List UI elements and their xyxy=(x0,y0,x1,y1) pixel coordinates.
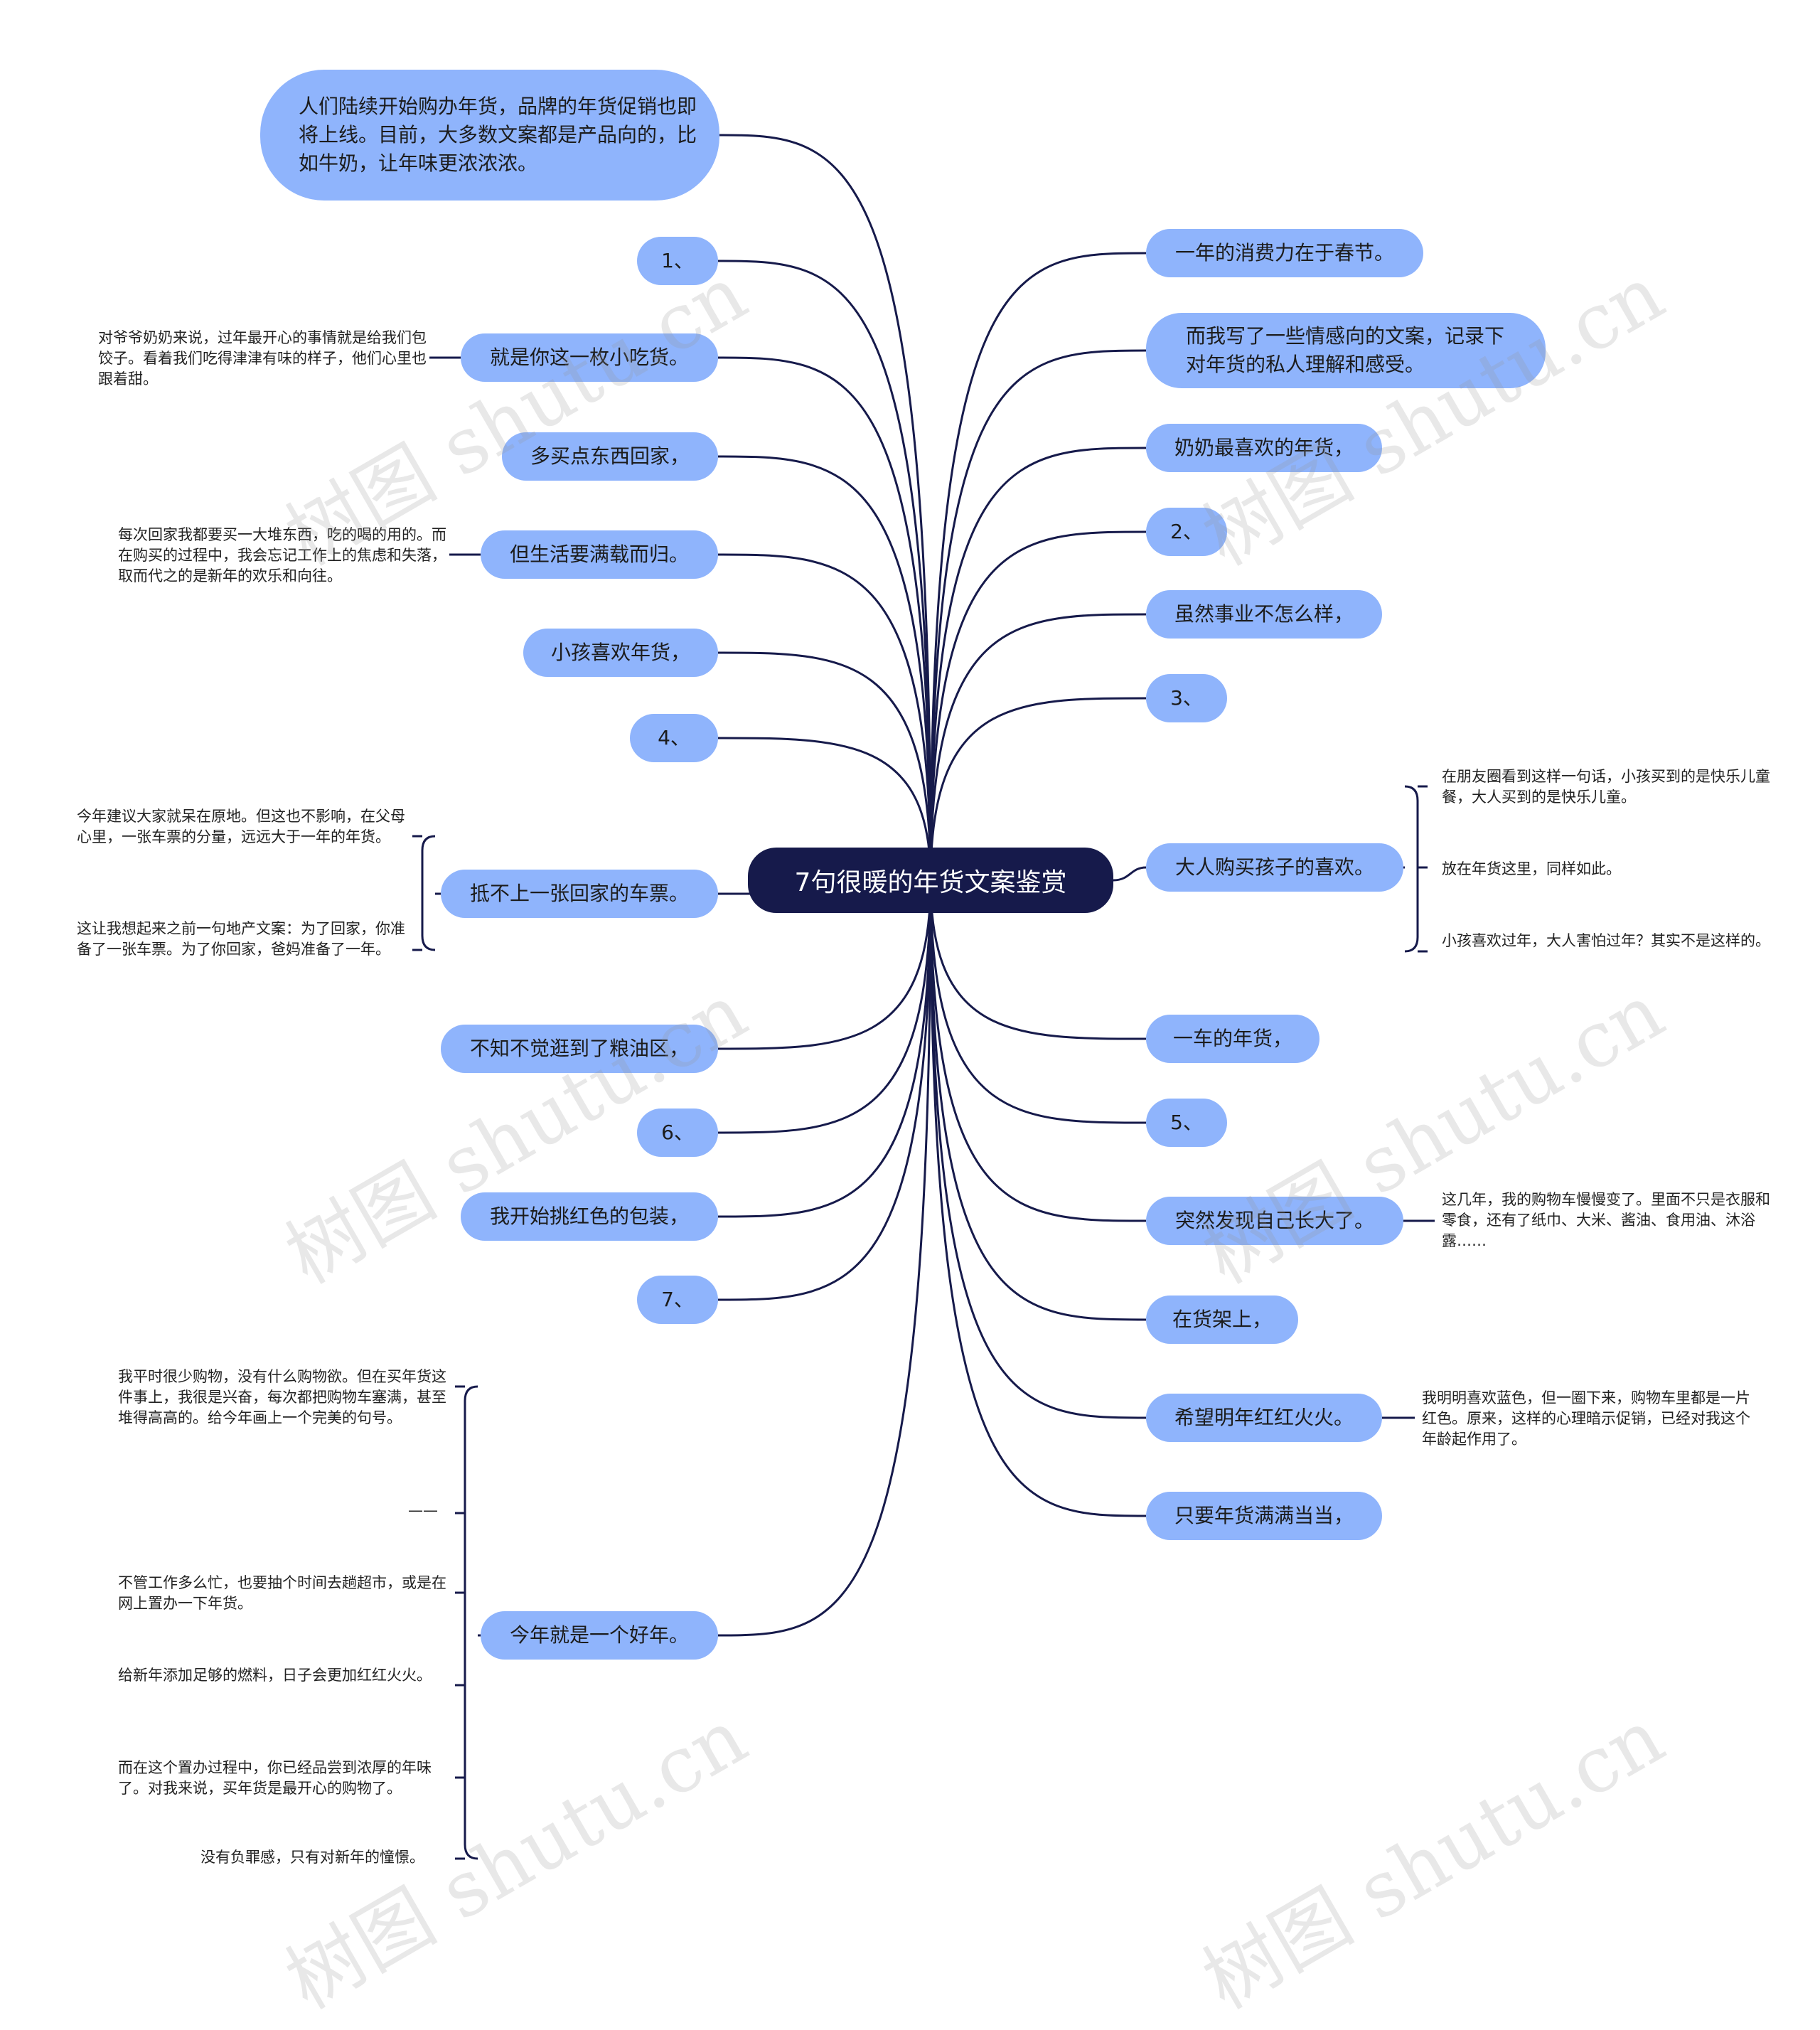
note-bracket xyxy=(421,835,436,951)
branch-node[interactable]: 多买点东西回家， xyxy=(502,432,718,481)
branch-node[interactable]: 不知不觉逛到了粮油区， xyxy=(441,1025,718,1073)
branch-connector xyxy=(717,356,932,881)
branch-connector xyxy=(929,880,1147,1321)
leaf-note: 小孩喜欢过年，大人害怕过年？其实不是这样的。 xyxy=(1442,932,1770,949)
branch-node[interactable]: 小孩喜欢年货， xyxy=(523,629,718,677)
branch-connector xyxy=(929,252,1147,881)
branch-node[interactable]: 5、 xyxy=(1146,1099,1227,1147)
branch-node[interactable]: 一车的年货， xyxy=(1146,1015,1320,1063)
branch-node[interactable]: 6、 xyxy=(637,1109,718,1157)
branch-connector xyxy=(717,880,932,1301)
leaf-note: 这几年，我的购物车慢慢变了。里面不只是衣服和零食，还有了纸巾、大米、酱油、食用油… xyxy=(1442,1191,1770,1249)
branch-connector xyxy=(929,880,1147,1517)
branch-connector xyxy=(929,697,1147,881)
root-node[interactable]: 7句很暖的年货文案鉴赏 xyxy=(748,848,1113,913)
leaf-note: 每次回家我都要买一大堆东西，吃的喝的用的。而在购买的过程中，我会忘记工作上的焦虑… xyxy=(118,526,446,584)
leaf-note: 今年建议大家就呆在原地。但这也不影响，在父母心里，一张车票的分量，远远大于一年的… xyxy=(77,808,405,845)
leaf-note: 在朋友圈看到这样一句话，小孩买到的是快乐儿童餐，大人买到的是快乐儿童。 xyxy=(1442,768,1770,806)
branch-connector xyxy=(717,260,932,881)
branch-connector xyxy=(929,447,1147,881)
branch-node[interactable]: 虽然事业不怎么样， xyxy=(1146,590,1382,639)
branch-connector xyxy=(929,880,1147,1419)
leaf-note: 没有负罪感，只有对新年的憧憬。 xyxy=(200,1849,424,1866)
branch-node[interactable]: 人们陆续开始购办年货，品牌的年货促销也即将上线。目前，大多数文案都是产品向的，比… xyxy=(260,70,719,201)
branch-node[interactable]: 一年的消费力在于春节。 xyxy=(1146,229,1423,277)
branch-connector xyxy=(717,880,932,1050)
branch-connector xyxy=(929,880,1147,1124)
leaf-note: 给新年添加足够的燃料，日子会更加红红火火。 xyxy=(118,1667,432,1684)
branch-connector xyxy=(929,349,1147,881)
branch-connector xyxy=(929,530,1147,881)
edge-layer xyxy=(412,134,1435,1860)
branch-connector xyxy=(717,455,932,881)
branch-node[interactable]: 3、 xyxy=(1146,674,1227,722)
note-bracket xyxy=(464,1385,478,1860)
branch-node[interactable]: 就是你这一枚小吃货。 xyxy=(461,333,718,382)
mindmap-canvas: 7句很暖的年货文案鉴赏 人们陆续开始购办年货，品牌的年货促销也即将上线。目前，大… xyxy=(77,70,1770,2026)
branch-connector xyxy=(929,613,1147,881)
branch-node[interactable]: 我开始挑红色的包装， xyxy=(461,1192,718,1241)
branch-connector xyxy=(717,880,932,1218)
branch-node[interactable]: 奶奶最喜欢的年货， xyxy=(1146,424,1382,472)
branch-connector xyxy=(929,880,1147,1040)
leaf-note: 对爷爷奶奶来说，过年最开心的事情就是给我们包饺子。看着我们吃得津津有味的样子，他… xyxy=(98,329,427,388)
branch-node[interactable]: 7、 xyxy=(637,1276,718,1324)
branch-node[interactable]: 大人购买孩子的喜欢。 xyxy=(1146,843,1403,892)
branch-node[interactable]: 但生活要满载而归。 xyxy=(481,530,718,579)
branch-connector xyxy=(717,880,932,1134)
branch-connector xyxy=(717,737,932,881)
leaf-note: 不管工作多么忙，也要抽个时间去趟超市，或是在网上置办一下年货。 xyxy=(118,1574,446,1612)
leaf-note: 而在这个置办过程中，你已经品尝到浓厚的年味了。对我来说，买年货是最开心的购物了。 xyxy=(118,1759,432,1797)
branch-node[interactable]: 在货架上， xyxy=(1146,1296,1298,1344)
leaf-note: 我明明喜欢蓝色，但一圈下来，购物车里都是一片红色。原来，这样的心理暗示促销，已经… xyxy=(1422,1389,1750,1448)
branch-connector xyxy=(717,553,932,881)
branch-node[interactable]: 突然发现自己长大了。 xyxy=(1146,1197,1403,1245)
branch-connector xyxy=(717,651,932,881)
branch-node[interactable]: 2、 xyxy=(1146,508,1227,556)
leaf-note: 这让我想起来之前一句地产文案：为了回家，你准备了一张车票。为了你回家，爸妈准备了… xyxy=(77,920,405,958)
leaf-note: —— xyxy=(408,1502,438,1519)
branch-node[interactable]: 希望明年红红火火。 xyxy=(1146,1394,1382,1442)
note-bracket xyxy=(1404,785,1419,953)
branch-node[interactable]: 1、 xyxy=(637,237,718,285)
branch-node[interactable]: 而我写了一些情感向的文案，记录下对年货的私人理解和感受。 xyxy=(1146,313,1546,388)
branch-connector xyxy=(929,880,1147,1222)
leaf-note: 我平时很少购物，没有什么购物欲。但在买年货这件事上，我很是兴奋，每次都把购物车塞… xyxy=(118,1368,446,1426)
branch-connector xyxy=(1113,866,1147,882)
leaf-note: 放在年货这里，同样如此。 xyxy=(1442,860,1621,877)
branch-node[interactable]: 只要年货满满当当， xyxy=(1146,1492,1382,1540)
branch-node[interactable]: 抵不上一张回家的车票。 xyxy=(441,870,718,918)
branch-node[interactable]: 4、 xyxy=(630,714,718,762)
branch-connector xyxy=(717,134,932,881)
branch-connector xyxy=(717,880,932,1637)
branch-node[interactable]: 今年就是一个好年。 xyxy=(481,1611,718,1660)
